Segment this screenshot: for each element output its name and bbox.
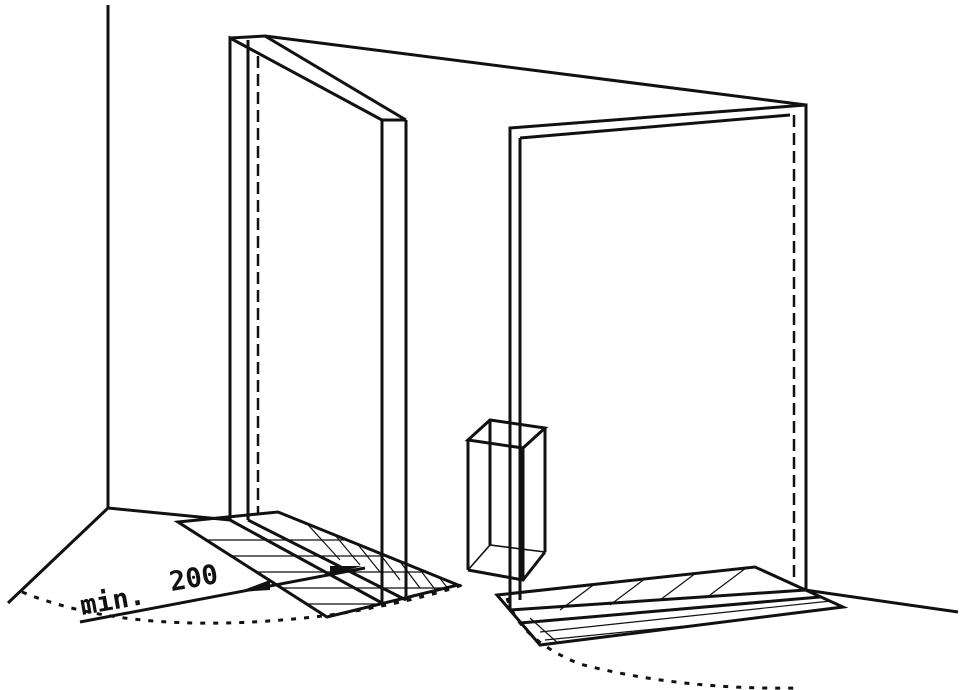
dimension-value: 200 — [167, 559, 220, 598]
control-box — [464, 418, 549, 582]
right-gate-post — [508, 103, 808, 610]
swing-arc-right — [505, 597, 799, 690]
top-beam — [264, 34, 807, 107]
right-floor-mat — [494, 565, 849, 647]
arrow-head-left-icon — [238, 580, 270, 592]
room-outline — [6, 5, 959, 614]
dimension-annotation: min. 200 — [78, 559, 366, 624]
swing-arc-left — [21, 583, 463, 625]
arrow-head-right-icon — [330, 566, 362, 575]
left-gate-post — [228, 34, 408, 603]
min-label: min. — [78, 580, 147, 622]
